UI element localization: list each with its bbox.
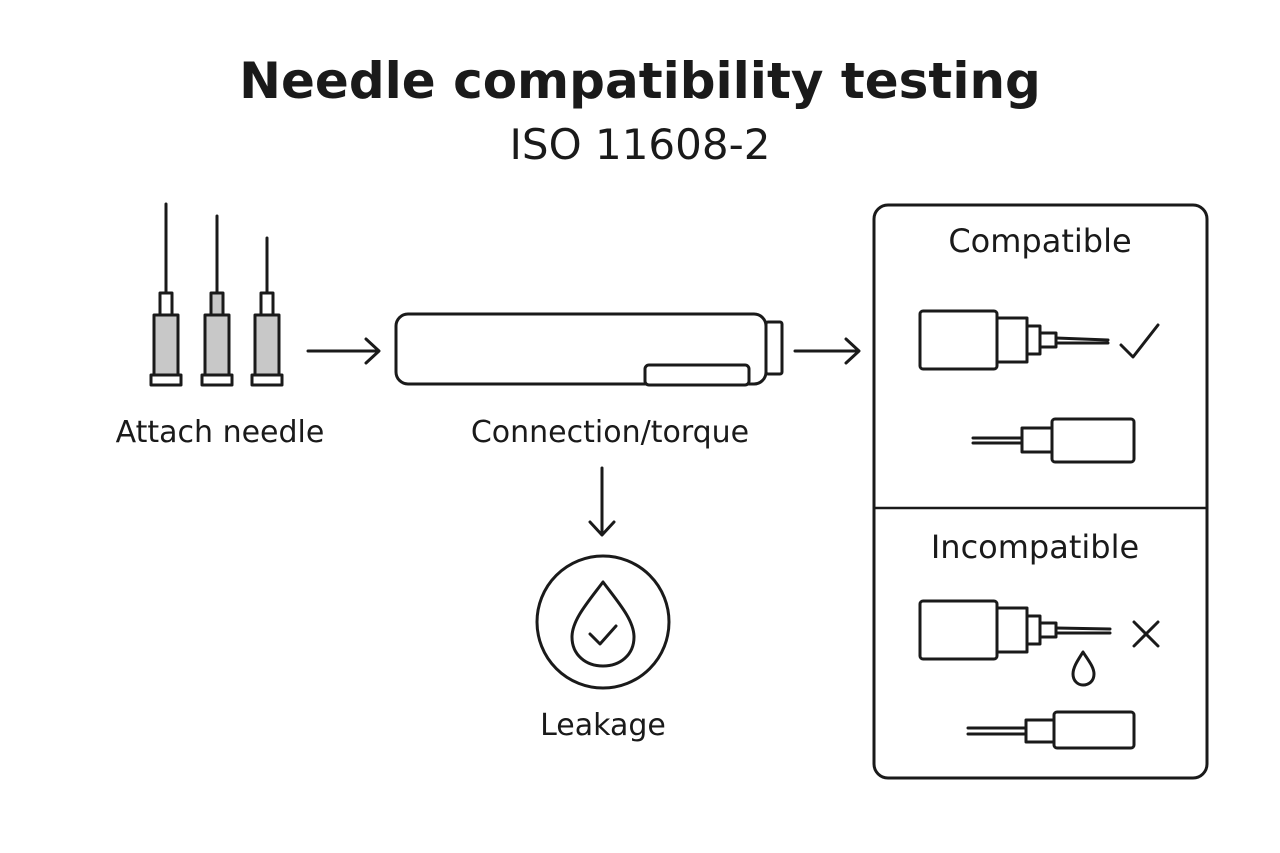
- step-label-attach-needle: Attach needle: [115, 415, 325, 450]
- diagram-subtitle: ISO 11608-2: [509, 120, 771, 169]
- needle-1: [149, 202, 183, 387]
- needle-3: [250, 236, 284, 387]
- needle-2: [200, 214, 234, 387]
- drop-icon: [1071, 650, 1096, 687]
- result-label-incompatible: Incompatible: [930, 528, 1140, 566]
- arrow-connection-to-leakage: [588, 466, 616, 537]
- needle-icon: [149, 202, 284, 387]
- compatible-connection: [918, 309, 1110, 371]
- step-label-connection-torque: Connection/torque: [470, 415, 750, 450]
- compatible-needle: [971, 417, 1136, 464]
- results-panel: [872, 203, 1209, 780]
- check-icon: [1119, 323, 1160, 359]
- result-label-compatible: Compatible: [948, 222, 1132, 260]
- pen-injector-icon: [394, 312, 784, 387]
- incompatible-needle: [966, 710, 1136, 750]
- arrow-attach-to-connection: [306, 337, 381, 365]
- incompatible-connection: [918, 599, 1112, 661]
- diagram-title: Needle compatibility testing: [239, 52, 1041, 110]
- arrow-connection-to-results: [793, 337, 861, 365]
- step-label-leakage: Leakage: [540, 708, 666, 743]
- cross-icon: [1132, 620, 1160, 648]
- drop-check-icon: [535, 554, 671, 690]
